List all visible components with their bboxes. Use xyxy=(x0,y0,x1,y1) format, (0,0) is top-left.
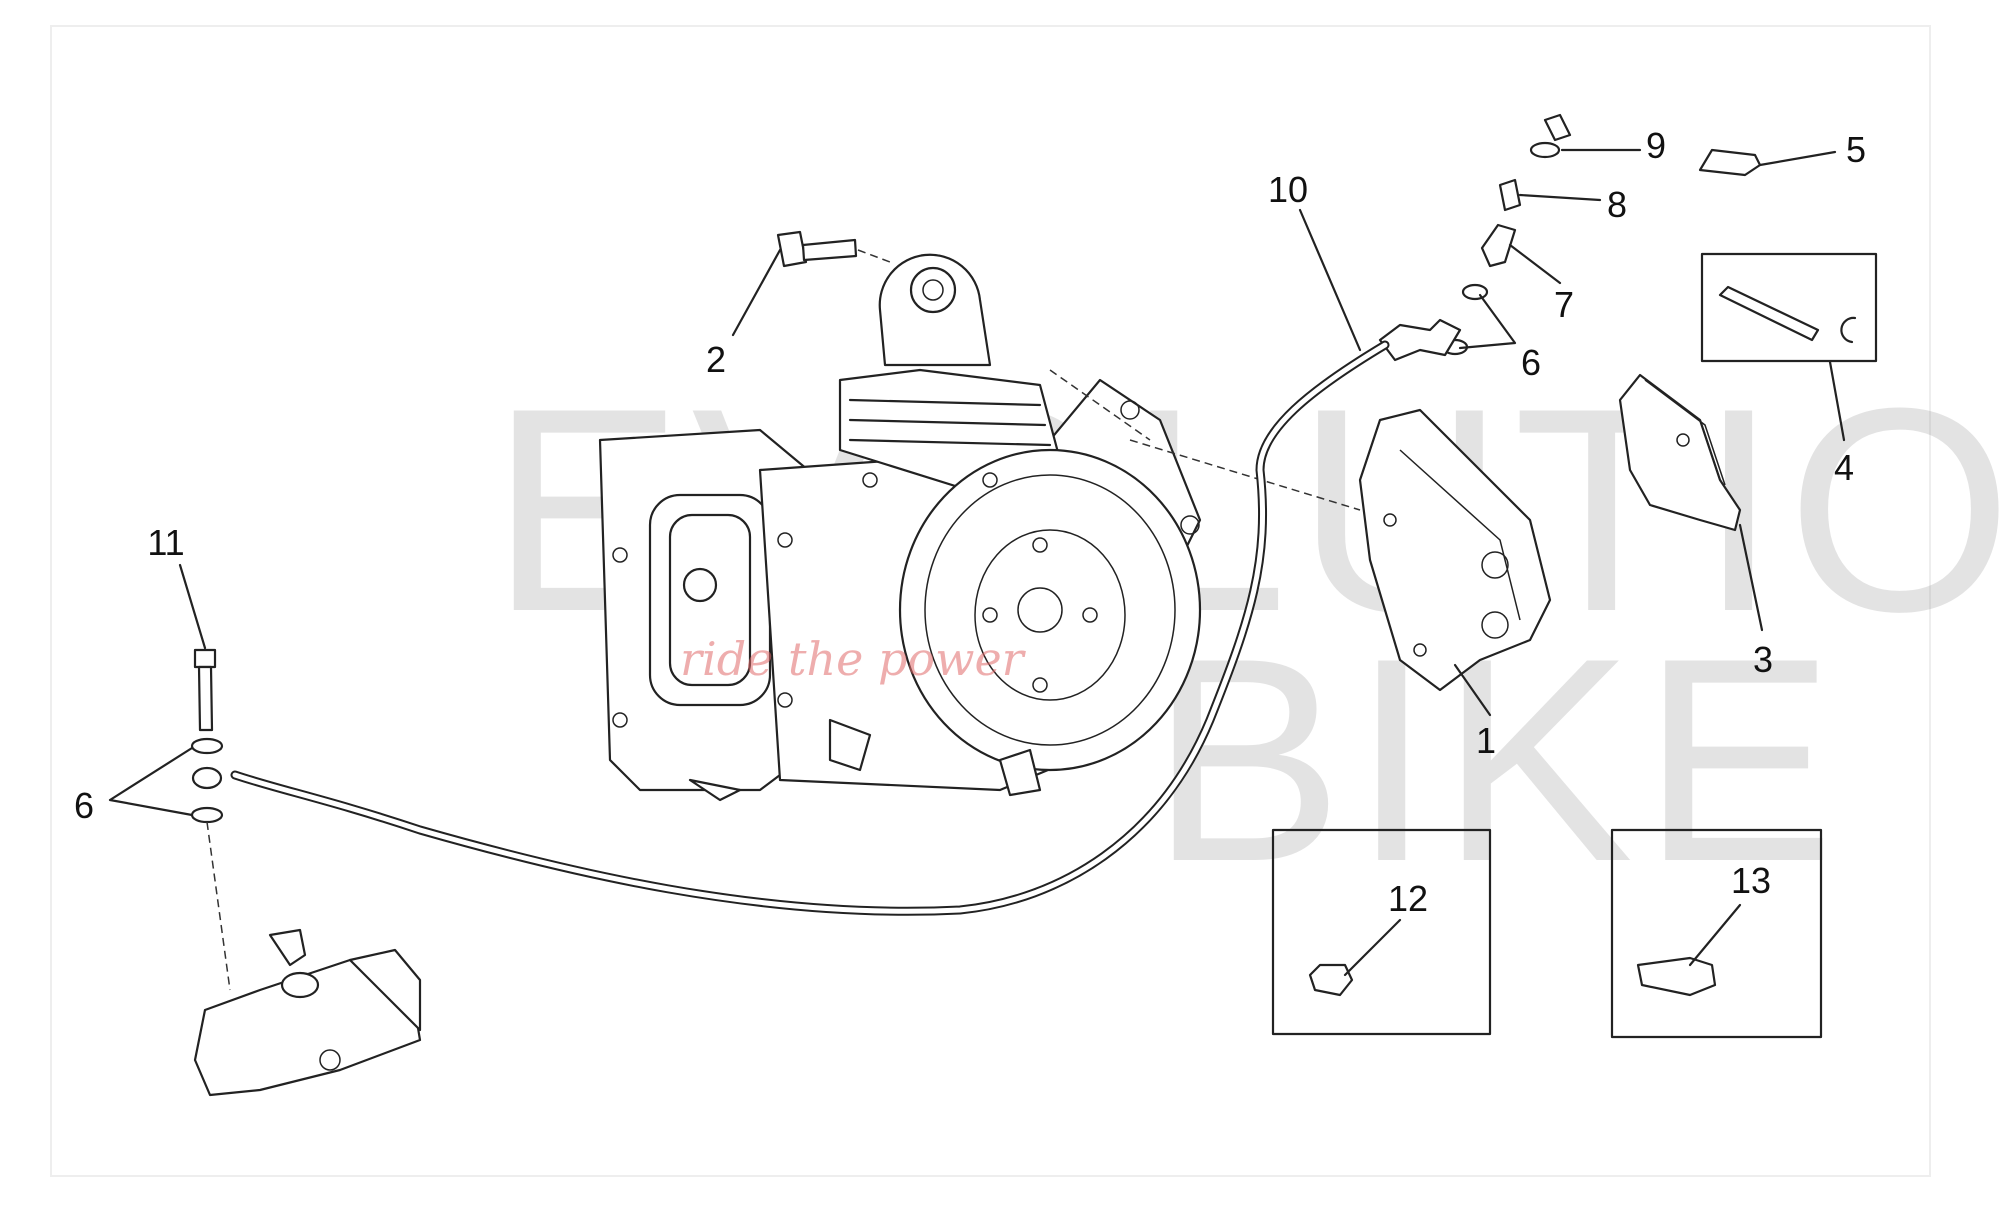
bleed-assembly xyxy=(1378,113,1572,362)
callout-12: 12 xyxy=(1388,878,1428,919)
callout-2: 2 xyxy=(706,339,726,380)
brake-caliper-1 xyxy=(1358,408,1552,692)
banjo-bolt-11 xyxy=(190,648,231,991)
callout-9: 9 xyxy=(1646,125,1666,166)
pin-and-clip-4 xyxy=(1718,285,1857,344)
callout-labels: 1 2 3 4 5 6 6 7 8 9 10 11 12 13 xyxy=(74,125,1866,919)
clip-12 xyxy=(1308,963,1354,997)
brake-hose-10-inner xyxy=(232,342,1388,914)
watermark-slogan: ride the power xyxy=(680,632,1027,686)
spring-clip-5 xyxy=(1698,148,1762,177)
bolt-2 xyxy=(776,230,1361,511)
callout-10: 10 xyxy=(1268,169,1308,210)
brake-pads-3 xyxy=(1618,373,1742,532)
kit-box-4 xyxy=(1700,252,1878,363)
kit-box-13 xyxy=(1610,828,1823,1039)
clip-13 xyxy=(1636,956,1717,997)
callout-6-right: 6 xyxy=(1521,342,1541,383)
engine-assembly xyxy=(598,253,1202,802)
callout-3: 3 xyxy=(1753,639,1773,680)
leader-lines xyxy=(108,148,1846,977)
callout-6-left: 6 xyxy=(74,785,94,826)
kit-box-12 xyxy=(1271,828,1492,1036)
diagram-frame xyxy=(50,25,1931,1177)
master-cylinder xyxy=(193,928,422,1097)
callout-8: 8 xyxy=(1607,184,1627,225)
callout-7: 7 xyxy=(1554,284,1574,325)
callout-5: 5 xyxy=(1846,129,1866,170)
callout-13: 13 xyxy=(1731,860,1771,901)
callout-11: 11 xyxy=(147,522,184,563)
callout-4: 4 xyxy=(1834,447,1854,488)
callout-1: 1 xyxy=(1476,720,1496,761)
